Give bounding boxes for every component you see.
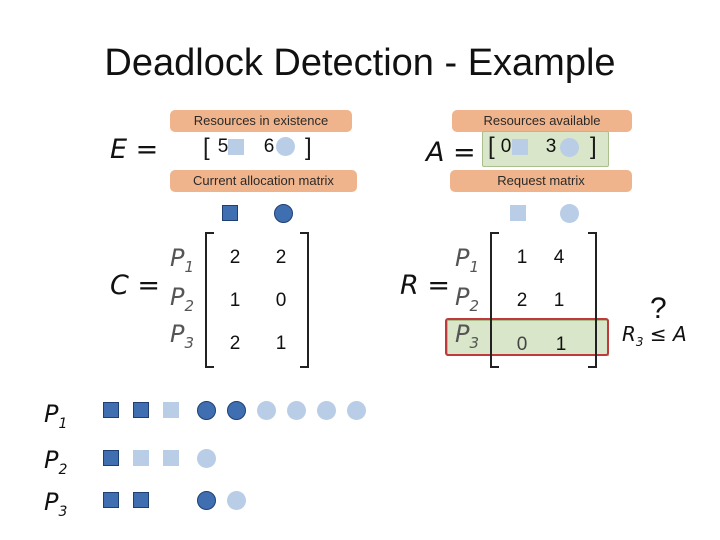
c-cell: 0	[275, 290, 287, 311]
circle-resource-icon	[257, 401, 276, 420]
circle-resource-icon	[317, 401, 336, 420]
row-p3-red-box	[445, 318, 609, 356]
c-label: C =	[110, 270, 161, 301]
circle-resource-icon	[276, 137, 295, 156]
square-resource-icon	[133, 492, 149, 508]
e-value-1: 6	[263, 136, 275, 157]
circle-resource-icon	[287, 401, 306, 420]
c-cell: 1	[275, 333, 287, 354]
e-label: E =	[110, 134, 159, 165]
square-resource-icon	[133, 402, 149, 418]
question-mark: ?	[650, 292, 667, 325]
r-label: R =	[400, 270, 450, 301]
e-value-0: 5	[217, 136, 229, 157]
r-row-label-p2: P2	[455, 283, 480, 315]
a-value-0: 0	[500, 136, 512, 157]
square-resource-icon	[512, 139, 528, 155]
pill-resources-existence: Resources in existence	[170, 110, 352, 132]
circle-resource-icon	[347, 401, 366, 420]
circle-resource-icon	[560, 204, 579, 223]
r-cell: 2	[516, 290, 528, 311]
c-cell: 1	[229, 290, 241, 311]
c-row-label-p1: P1	[170, 244, 195, 276]
r-cell: 0	[516, 334, 528, 355]
circle-resource-icon	[197, 401, 216, 420]
r-row-label-p1: P1	[455, 244, 480, 276]
circle-resource-icon	[560, 138, 579, 157]
square-resource-icon	[133, 450, 149, 466]
square-resource-icon	[103, 492, 119, 508]
a-bracket-left: [	[488, 133, 495, 160]
a-value-1: 3	[545, 136, 557, 157]
pill-resources-available: Resources available	[452, 110, 632, 132]
circle-resource-icon	[197, 491, 216, 510]
r-cell: 1	[555, 334, 567, 355]
available-highlight	[482, 131, 609, 167]
r-cell: 1	[516, 247, 528, 268]
square-resource-icon	[103, 402, 119, 418]
process-label-p1: P1	[44, 400, 68, 432]
r-cell: 1	[553, 290, 565, 311]
c-cell: 2	[229, 333, 241, 354]
circle-resource-icon	[197, 449, 216, 468]
circle-resource-icon	[227, 401, 246, 420]
r-row-label-p3: P3	[455, 320, 480, 352]
square-resource-icon	[163, 402, 179, 418]
c-cell: 2	[229, 247, 241, 268]
a-bracket-right: ]	[590, 133, 597, 160]
square-resource-icon	[103, 450, 119, 466]
square-resource-icon	[222, 205, 238, 221]
square-resource-icon	[510, 205, 526, 221]
pill-request-matrix: Request matrix	[450, 170, 632, 192]
c-bracket-left	[205, 232, 214, 368]
a-label: A =	[426, 137, 476, 168]
c-cell: 2	[275, 247, 287, 268]
e-bracket-right: ]	[305, 134, 312, 161]
c-row-label-p2: P2	[170, 283, 195, 315]
square-resource-icon	[228, 139, 244, 155]
circle-resource-icon	[227, 491, 246, 510]
process-label-p3: P3	[44, 488, 68, 520]
pill-current-allocation: Current allocation matrix	[170, 170, 357, 192]
square-resource-icon	[163, 450, 179, 466]
c-bracket-right	[300, 232, 309, 368]
c-row-label-p3: P3	[170, 320, 195, 352]
r-bracket-right	[588, 232, 597, 368]
process-label-p2: P2	[44, 446, 68, 478]
e-bracket-left: [	[203, 134, 210, 161]
r-bracket-left	[490, 232, 499, 368]
page-title: Deadlock Detection - Example	[104, 42, 616, 84]
r-cell: 4	[553, 247, 565, 268]
circle-resource-icon	[274, 204, 293, 223]
condition-expression: R3 ≤ A	[622, 322, 687, 349]
